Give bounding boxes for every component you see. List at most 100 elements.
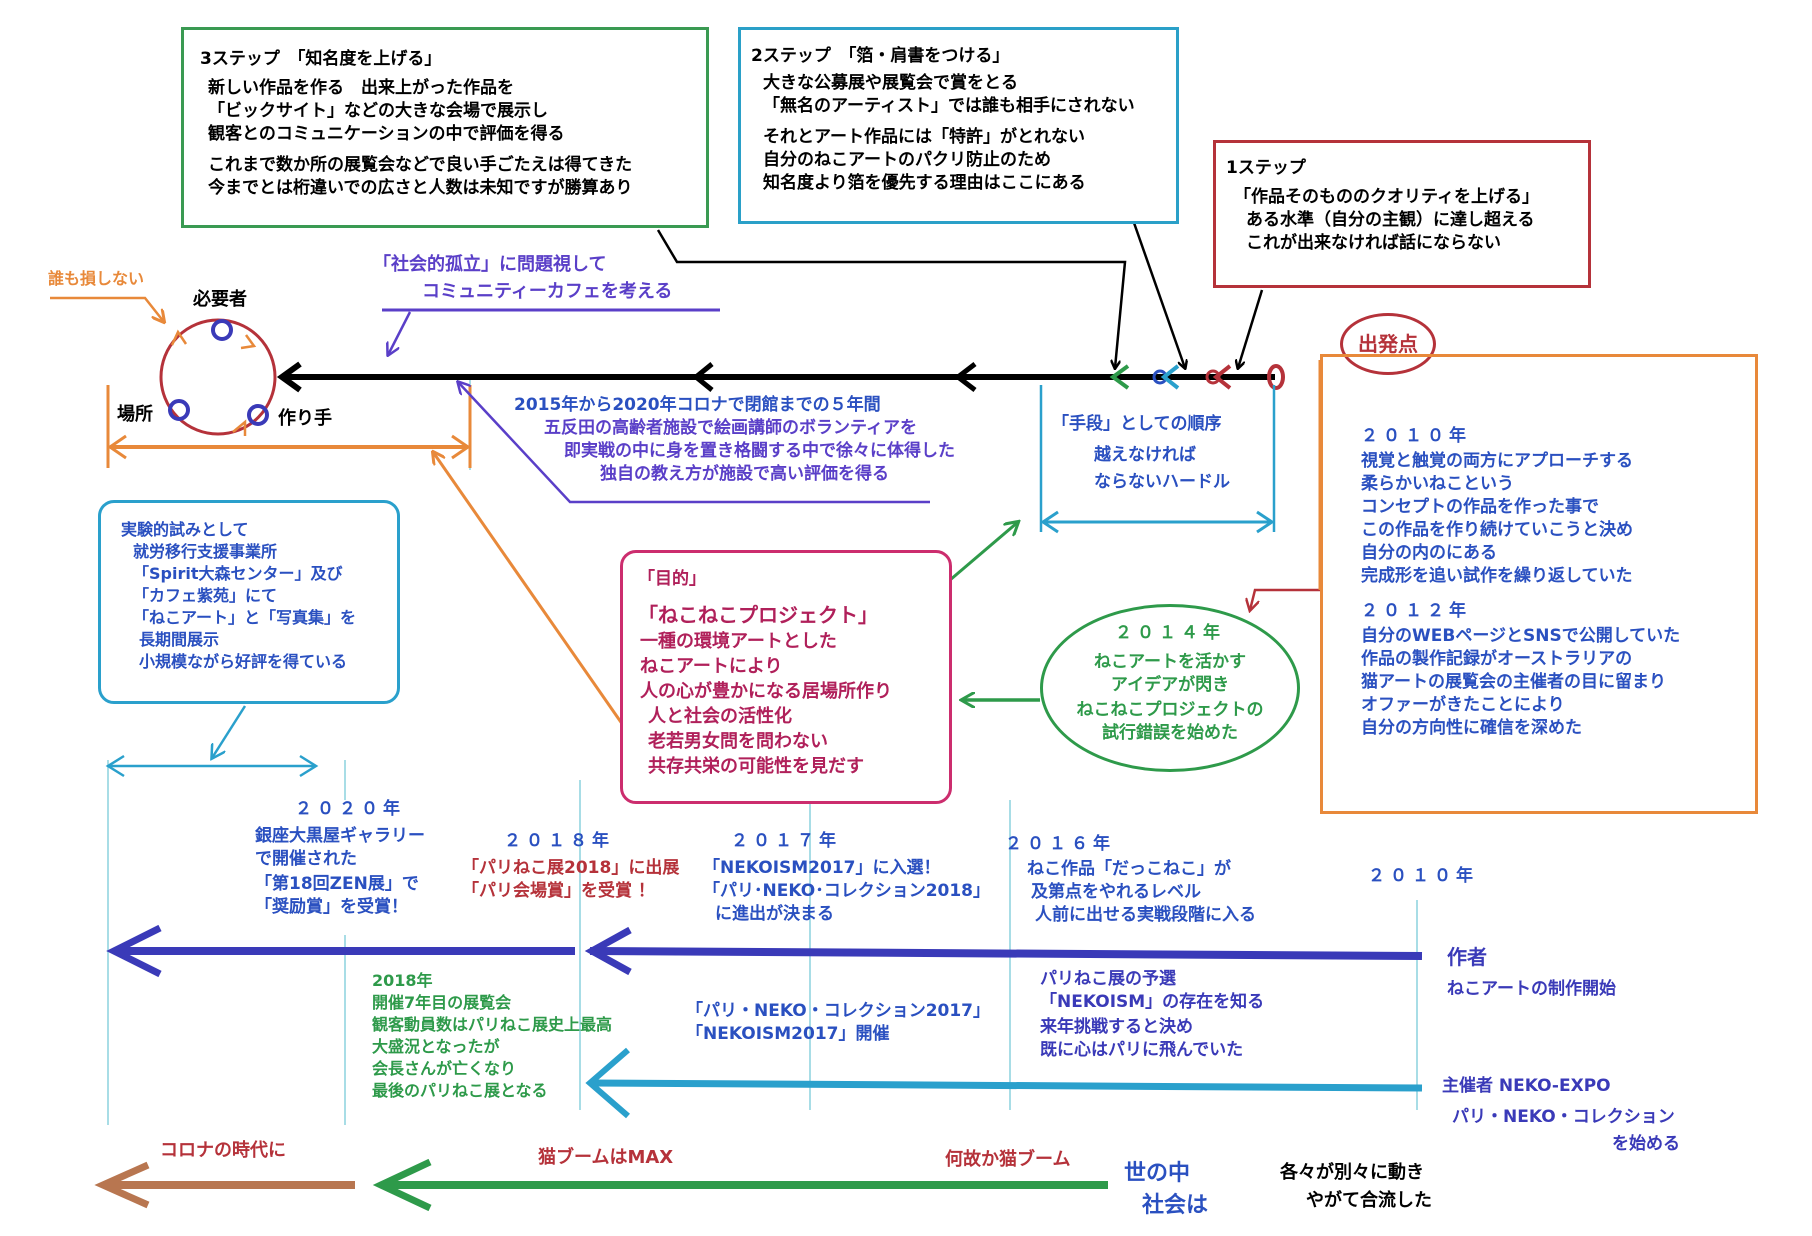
needer-label: 必要者: [193, 289, 247, 310]
year-2010: ２０１０年: [1368, 866, 1478, 886]
org-2018-block: 2018年 開催7年目の展覧会 観客動員数はパリねこ展史上最高 大盛況となったが…: [372, 970, 612, 1102]
step3-line: 今までとは桁違いでの広さと人数は未知ですが勝算あり: [208, 178, 633, 198]
year-2020: ２０２０年: [295, 799, 405, 819]
start-line: 作品の製作記録がオーストラリアの: [1361, 649, 1633, 669]
timeline-2020: ２０２０年 銀座大黒屋ギャラリー で開催された 「第18回ZEN展」で 「奨励賞…: [255, 798, 425, 919]
org-2016-block: パリねこ展の予選 「NEKOISM」の存在を知る 来年挑戦すると決め 既に心はパ…: [1040, 968, 1264, 1062]
step2-box: 2ステップ 「箔・肩書をつける」 大きな公募展や展覧会で賞をとる 「無名のアーテ…: [738, 27, 1179, 224]
start-line: 自分のWEBページとSNSで公開していた: [1361, 626, 1681, 646]
organizer-sub: を始める: [1612, 1134, 1680, 1154]
org-2017-block: 「パリ・NEKO・コレクション2017」 「NEKOISM2017」開催: [686, 1000, 990, 1046]
org-2016-line: 「NEKOISM」の存在を知る: [1040, 992, 1265, 1012]
place-label: 場所: [117, 404, 153, 425]
org-2018-line: 開催7年目の展覧会: [372, 993, 512, 1012]
purpose-line: 共存共栄の可能性を見だす: [648, 756, 864, 777]
year-2018: ２０１８年: [504, 831, 614, 851]
start-year: ２０１０年: [1361, 426, 1471, 446]
society-label: 世の中: [1124, 1161, 1191, 1186]
org-2016-line: パリねこ展の予選: [1040, 969, 1176, 989]
isolation-line: コミュニティーカフェを考える: [422, 281, 673, 302]
start-label: 出発点: [1358, 331, 1418, 356]
gotanda-line: 即実戦の中に身を置き格闘する中で徐々に体得した: [564, 441, 955, 461]
merge-line: やがて合流した: [1306, 1190, 1432, 1211]
start-line: オファーがきたことにより: [1361, 695, 1565, 715]
hurdle-block: 「手段」としての順序 越えなければ ならないハードル: [1052, 413, 1230, 494]
y2017-line: に進出が決まる: [715, 904, 834, 924]
step3-line: 観客とのコミュニケーションの中で評価を得る: [208, 124, 565, 144]
y2014-line: アイデアが閃き: [1110, 675, 1230, 695]
y2016-line: 及第点をやれるレベル: [1031, 882, 1201, 902]
experiment-line: 小規模ながら好評を得ている: [139, 652, 348, 671]
y2018-line: 「パリねこ展2018」に出展: [462, 858, 680, 878]
experiment-line: 就労移行支援事業所: [133, 542, 278, 561]
step1-line: 「作品そのもののクオリティを上げる」: [1234, 187, 1539, 207]
step2-line: 「無名のアーティスト」では誰も相手にされない: [763, 96, 1135, 116]
start-line: コンセプトの作品を作った事で: [1361, 497, 1599, 517]
y2014-oval: ２０１４年 ねこアートを活かす アイデアが閃き ねこねこプロジェクトの 試行錯誤…: [1040, 604, 1300, 772]
purpose-title: 「目的」: [638, 569, 706, 589]
gotanda-line: 五反田の高齢者施設で絵画講師のボランティアを: [544, 418, 917, 438]
y2017-line: 「NEKOISM2017」に入選！: [703, 858, 941, 878]
timeline-2016: ２０１６年 ねこ作品「だっこねこ」が 及第点をやれるレベル 人前に出せる実戦段階…: [1005, 833, 1256, 927]
step3-box: 3ステップ 「知名度を上げる」 新しい作品を作る 出来上がった作品を 「ビックサ…: [181, 27, 709, 228]
gotanda-line: 独自の教え方が施設で高い評価を得る: [600, 464, 889, 484]
step2-title: 2ステップ 「箔・肩書をつける」: [751, 46, 1010, 66]
experiment-line: 「Spirit大森センター」及び: [133, 564, 343, 583]
gotanda-line: 2015年から2020年コロナで閉館までの５年間: [514, 395, 881, 415]
start-line: 自分の内のにある: [1361, 543, 1497, 563]
experiment-line: 「カフェ紫苑」にて: [133, 586, 278, 605]
hurdle-line: ならないハードル: [1094, 472, 1230, 492]
y2016-line: 人前に出せる実戦段階に入る: [1035, 905, 1256, 925]
timeline-2018: ２０１８年 「パリねこ展2018」に出展 「パリ会場賞」を受賞 ！: [462, 830, 679, 903]
step3-line: 「ビックサイト」などの大きな会場で展示し: [208, 101, 548, 121]
hurdle-line: 越えなければ: [1094, 445, 1196, 465]
step3-title: 3ステップ 「知名度を上げる」: [200, 49, 442, 69]
org-2017-line: 「パリ・NEKO・コレクション2017」: [686, 1001, 991, 1021]
org-2018-line: 大盛況となったが: [372, 1037, 500, 1056]
year-2016: ２０１６年: [1005, 834, 1115, 854]
boom-label: 何故か猫ブーム: [945, 1149, 1071, 1170]
corona-label: コロナの時代に: [160, 1140, 286, 1161]
y2017-line: 「パリ･NEKO･コレクション2018」: [703, 881, 991, 901]
society-label: 社会は: [1142, 1193, 1209, 1218]
step1-line: これが出来なければ話にならない: [1246, 233, 1501, 253]
y2016-line: ねこ作品「だっこねこ」が: [1027, 859, 1231, 879]
y2020-line: 「奨励賞」を受賞！: [255, 897, 408, 917]
start-line: 自分の方向性に確信を深めた: [1361, 718, 1582, 738]
y2014-year: ２０１４年: [1115, 623, 1225, 643]
purpose-line: 一種の環境アートとした: [640, 631, 837, 652]
purpose-line: 人と社会の活性化: [648, 706, 792, 727]
org-2016-line: 既に心はパリに飛んでいた: [1040, 1040, 1244, 1060]
step1-line: ある水準（自分の主観）に達し超える: [1246, 210, 1535, 230]
start-box: ２０１０年 視覚と触覚の両方にアプローチする 柔らかいねこという コンセプトの作…: [1320, 354, 1758, 814]
start-line: 柔らかいねこという: [1361, 474, 1514, 494]
merge-line: 各々が別々に動き: [1280, 1162, 1424, 1183]
step2-line: 知名度より箔を優先する理由はここにある: [763, 173, 1086, 193]
y2020-line: 「第18回ZEN展」で: [255, 874, 419, 894]
experiment-line: 「ねこアート」と「写真集」を: [133, 608, 357, 627]
organizer-label: 主催者 NEKO-EXPO: [1442, 1076, 1611, 1096]
step3-line: 新しい作品を作る 出来上がった作品を: [208, 78, 514, 98]
experiment-box: 実験的試みとして 就労移行支援事業所 「Spirit大森センター」及び 「カフェ…: [98, 500, 400, 704]
y2014-line: 試行錯誤を始めた: [1102, 723, 1238, 743]
org-2018-line: 2018年: [372, 971, 433, 990]
org-2018-line: 会長さんが亡くなり: [372, 1059, 517, 1078]
start-line: この作品を作り続けていこうと決め: [1361, 520, 1633, 540]
gotanda-block: 2015年から2020年コロナで閉館までの５年間 五反田の高齢者施設で絵画講師の…: [514, 394, 955, 486]
y2014-line: ねこアートを活かす: [1094, 652, 1246, 672]
no-loss-label: 誰も損しない: [48, 269, 145, 288]
start-oval: 出発点: [1340, 313, 1436, 375]
isolation-line: 「社会的孤立」に問題視して: [373, 254, 607, 275]
step3-line: これまで数か所の展覧会などで良い手ごたえは得てきた: [208, 155, 633, 175]
step2-line: 自分のねこアートのパクリ防止のため: [763, 150, 1051, 170]
hurdle-line: 「手段」としての順序: [1052, 414, 1222, 434]
step1-title: 1ステップ: [1226, 158, 1306, 178]
start-line: 猫アートの展覧会の主催者の目に留まり: [1361, 672, 1666, 692]
start-year: ２０１２年: [1361, 601, 1471, 621]
org-2017-line: 「NEKOISM2017」開催: [686, 1024, 890, 1044]
org-2016-line: 来年挑戦すると決め: [1040, 1017, 1193, 1037]
step2-line: 大きな公募展や展覧会で賞をとる: [763, 73, 1018, 93]
start-line: 完成形を追い試作を繰り返していた: [1361, 566, 1633, 586]
purpose-line: 老若男女問を問わない: [648, 731, 828, 752]
author-sub: ねこアートの制作開始: [1447, 979, 1616, 999]
